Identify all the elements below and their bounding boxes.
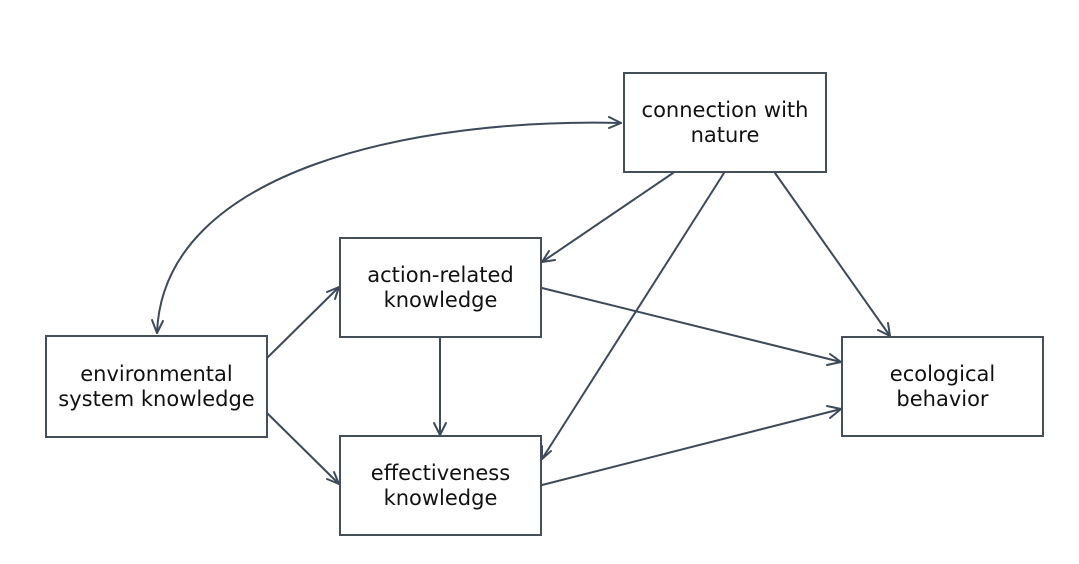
- arrowhead-to-environmental: [151, 319, 164, 334]
- edge-line: [156, 121, 622, 334]
- arrowhead: [541, 250, 556, 263]
- arrowhead: [877, 322, 891, 337]
- node-label: environmental system knowledge: [58, 361, 255, 411]
- edge-line: [541, 408, 842, 486]
- edge-action-to-effectiveness: [433, 337, 447, 436]
- edge-connection-to-action: [541, 172, 674, 263]
- edge-environmental-to-action: [266, 286, 340, 359]
- node-connection-with-nature: connection with nature: [623, 72, 827, 173]
- edge-line: [266, 286, 340, 359]
- edge-line: [774, 172, 891, 337]
- node-action-related-knowledge: action-related knowledge: [339, 237, 542, 338]
- edge-effectiveness-to-ecological: [541, 405, 842, 486]
- edge-line: [541, 172, 674, 263]
- edge-line: [541, 287, 842, 363]
- node-ecological-behavior: ecological behavior: [841, 336, 1044, 437]
- edge-action-to-ecological: [541, 287, 842, 366]
- node-label: action-related knowledge: [367, 262, 514, 312]
- node-environmental-system-knowledge: environmental system knowledge: [45, 335, 268, 438]
- node-label: ecological behavior: [889, 361, 996, 411]
- arrowhead: [541, 445, 552, 460]
- node-label: effectiveness knowledge: [370, 460, 511, 510]
- node-label: connection with nature: [641, 97, 809, 147]
- edge-environmental-to-effectiveness: [266, 412, 340, 485]
- node-effectiveness-knowledge: effectiveness knowledge: [339, 435, 542, 536]
- edge-connection-to-effectiveness: [541, 172, 725, 460]
- edge-line: [266, 412, 340, 485]
- edge-connection-to-ecological: [774, 172, 891, 337]
- edge-line: [541, 172, 725, 460]
- edge-environmental-to-connection: [151, 116, 622, 334]
- arrowhead-to-connection: [608, 116, 622, 129]
